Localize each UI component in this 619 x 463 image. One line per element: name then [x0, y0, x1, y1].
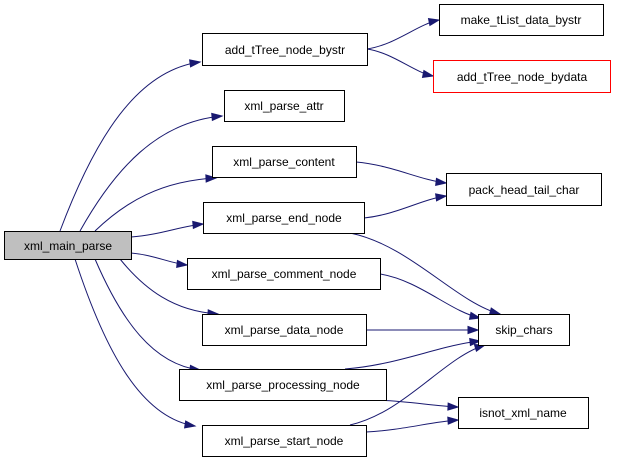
- edge-xml_parse_start_node-to-skip_chars: [349, 344, 486, 426]
- arrowhead-xml_main_parse-to-xml_parse_attr: [211, 112, 224, 122]
- edge-xml_main_parse-to-xml_parse_content: [94, 177, 217, 232]
- edge-add_tTree_node_bystr-to-make_tList_data_bystr: [366, 19, 440, 50]
- node-label-add-ttree-node-bydata: add_tTree_node_bydata: [457, 70, 588, 84]
- node-xml-parse-processing-node[interactable]: xml_parse_processing_node: [179, 369, 387, 401]
- node-label-xml-parse-end-node: xml_parse_end_node: [226, 211, 342, 225]
- arrowhead-xml_main_parse-to-add_tTree_node_bystr: [189, 59, 202, 68]
- arrowhead-xml_parse_processing_node-to-skip_chars: [469, 337, 482, 347]
- node-label-add-ttree-node-bystr: add_tTree_node_bystr: [225, 43, 345, 57]
- edge-xml_parse_start_node-to-isnot_xml_name: [365, 419, 459, 433]
- arrowhead-xml_parse_start_node-to-isnot_xml_name: [447, 416, 460, 425]
- arrowhead-xml_parse_content-to-pack_head_tail_char: [435, 177, 448, 186]
- edge-xml_parse_end_node-to-pack_head_tail_char: [363, 195, 447, 219]
- node-label-skip-chars: skip_chars: [495, 323, 552, 337]
- edge-xml_main_parse-to-add_tTree_node_bystr: [59, 61, 201, 232]
- arrowhead-xml_parse_processing_node-to-isnot_xml_name: [447, 402, 460, 411]
- node-label-pack-head-tail-char: pack_head_tail_char: [469, 183, 580, 197]
- edge-add_tTree_node_bystr-to-add_tTree_node_bydata: [366, 48, 434, 77]
- edge-layer: [59, 17, 502, 433]
- edge-xml_parse_processing_node-to-skip_chars: [344, 340, 481, 370]
- arrowhead-add_tTree_node_bystr-to-add_tTree_node_bydata: [421, 69, 435, 79]
- edge-xml_parse_content-to-pack_head_tail_char: [355, 161, 447, 184]
- node-add-ttree-node-bystr[interactable]: add_tTree_node_bystr: [202, 33, 368, 66]
- node-xml-main-parse[interactable]: xml_main_parse: [4, 231, 132, 260]
- node-xml-parse-content[interactable]: xml_parse_content: [212, 146, 357, 178]
- arrowhead-xml_parse_end_node-to-skip_chars: [488, 307, 502, 316]
- node-xml-parse-attr[interactable]: xml_parse_attr: [224, 90, 345, 122]
- edge-xml_main_parse-to-xml_parse_processing_node: [94, 258, 201, 371]
- node-label-xml-main-parse: xml_main_parse: [24, 239, 112, 253]
- edge-xml_parse_comment_node-to-skip_chars: [379, 273, 481, 319]
- node-xml-parse-data-node[interactable]: xml_parse_data_node: [202, 314, 367, 346]
- node-xml-parse-start-node[interactable]: xml_parse_start_node: [202, 425, 367, 457]
- node-label-make-tlist-data-bystr: make_tList_data_bystr: [461, 13, 582, 27]
- node-label-xml-parse-comment-node: xml_parse_comment_node: [212, 267, 357, 281]
- edge-xml_main_parse-to-xml_parse_start_node: [74, 258, 196, 427]
- edge-xml_main_parse-to-xml_parse_data_node: [119, 258, 219, 315]
- arrowhead-xml_parse_data_node-to-skip_chars: [467, 325, 480, 335]
- node-label-xml-parse-content: xml_parse_content: [233, 155, 335, 169]
- node-make-tlist-data-bystr[interactable]: make_tList_data_bystr: [439, 4, 604, 36]
- node-xml-parse-comment-node[interactable]: xml_parse_comment_node: [187, 258, 381, 290]
- node-label-xml-parse-processing-node: xml_parse_processing_node: [206, 378, 360, 392]
- edge-xml_parse_end_node-to-skip_chars: [349, 232, 501, 315]
- node-label-xml-parse-attr: xml_parse_attr: [244, 99, 323, 113]
- node-label-xml-parse-start-node: xml_parse_start_node: [225, 434, 344, 448]
- edge-xml_main_parse-to-xml_parse_attr: [79, 115, 223, 232]
- arrowhead-xml_parse_end_node-to-pack_head_tail_char: [435, 193, 448, 202]
- node-add-ttree-node-bydata[interactable]: add_tTree_node_bydata: [433, 60, 611, 93]
- arrowhead-xml_parse_comment_node-to-skip_chars: [468, 311, 482, 320]
- arrowhead-add_tTree_node_bystr-to-make_tList_data_bystr: [427, 17, 441, 27]
- arrowhead-xml_main_parse-to-xml_parse_start_node: [183, 420, 197, 429]
- arrowhead-xml_main_parse-to-xml_parse_end_node: [192, 220, 205, 230]
- node-label-isnot-xml-name: isnot_xml_name: [479, 406, 567, 420]
- edge-xml_main_parse-to-xml_parse_end_node: [130, 223, 204, 238]
- node-label-xml-parse-data-node: xml_parse_data_node: [225, 323, 344, 337]
- node-xml-parse-end-node[interactable]: xml_parse_end_node: [203, 202, 365, 234]
- arrowhead-xml_main_parse-to-xml_parse_content: [205, 174, 218, 183]
- node-skip-chars[interactable]: skip_chars: [478, 314, 570, 346]
- edge-xml_parse_processing_node-to-isnot_xml_name: [374, 399, 459, 408]
- arrowhead-xml_main_parse-to-xml_parse_comment_node: [176, 259, 189, 269]
- node-pack-head-tail-char[interactable]: pack_head_tail_char: [446, 173, 602, 206]
- node-isnot-xml-name[interactable]: isnot_xml_name: [458, 397, 589, 429]
